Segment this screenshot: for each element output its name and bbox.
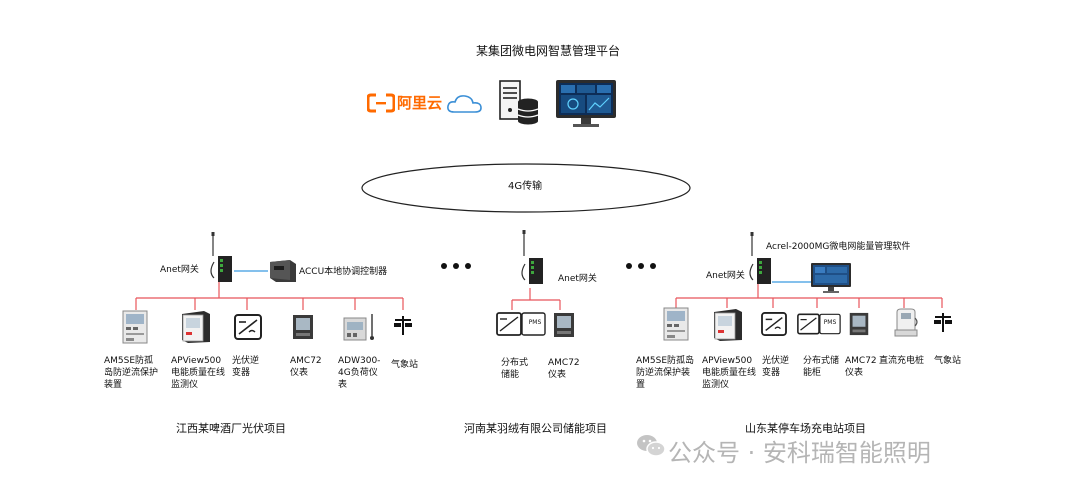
amc72-meter-icon	[293, 315, 313, 339]
gateway-label: Anet网关	[160, 265, 199, 275]
aliyun-logo: 阿里云	[367, 92, 457, 114]
device-label-pv-inverter: 光伏逆变器	[232, 356, 260, 378]
amc72-meter-icon	[554, 313, 574, 337]
weather-station-icon	[394, 316, 412, 335]
storage-cabinet-icon	[797, 313, 841, 335]
device-label-weather: 气象站	[391, 360, 419, 370]
cloud-icon	[447, 95, 482, 113]
device-label-amc72: AMC72仪表	[845, 356, 877, 378]
ellipsis-left	[441, 254, 477, 273]
monitor-dashboard-icon	[556, 80, 616, 127]
gateway-icon	[521, 230, 543, 284]
device-label-apview500: APView500电能质量在线监测仪	[702, 356, 757, 390]
anti-islanding-device-icon	[122, 310, 148, 344]
project1-name: 江西某啤酒厂光伏项目	[176, 422, 286, 435]
controller-label: ACCU本地协调控制器	[299, 267, 388, 277]
network-label: 4G传输	[508, 181, 543, 192]
device-label-apview500: APView500电能质量在线监测仪	[171, 356, 226, 390]
software-label: Acrel-2000MG微电网能量管理软件	[766, 242, 911, 252]
project2-name: 河南某羽绒有限公司储能项目	[464, 422, 607, 435]
watermark-text: 公众号 · 安科瑞智能照明	[668, 439, 931, 467]
device-label-adw300: ADW300-4G负荷仪表	[338, 356, 381, 390]
pv-inverter-icon	[234, 314, 262, 340]
server-database-icon	[499, 80, 539, 125]
device-label-pv-inverter: 光伏逆变器	[762, 356, 790, 378]
platform-title: 某集团微电网智慧管理平台	[476, 44, 621, 58]
network-ellipse	[361, 163, 691, 213]
gateway-label: Anet网关	[558, 274, 597, 284]
aliyun-icon	[367, 93, 395, 113]
weather-station-icon	[934, 313, 952, 332]
aliyun-text: 阿里云	[397, 94, 443, 112]
device-label-storage: 分布式储能	[501, 358, 529, 380]
anti-islanding-device-icon	[663, 307, 689, 341]
pv-inverter-icon	[761, 312, 787, 336]
wechat-icon	[637, 435, 666, 457]
adw300-meter-icon	[343, 314, 374, 341]
pcs-text: PMS	[823, 319, 837, 326]
energy-storage-icon	[496, 312, 546, 336]
pcs-text: PMS	[528, 319, 542, 326]
gateway-icon	[210, 232, 232, 282]
project3-name: 山东某停车场充电站项目	[745, 422, 866, 435]
ellipsis-right	[626, 254, 662, 273]
device-label-am5se: AM5SE防孤岛防逆流保护装置	[104, 356, 159, 390]
device-label-amc72: AMC72仪表	[548, 358, 580, 380]
software-monitor-icon	[811, 263, 851, 293]
gateway-label: Anet网关	[706, 271, 745, 281]
controller-icon	[270, 260, 296, 282]
dc-charger-icon	[894, 308, 918, 337]
device-label-dc-charger: 直流充电桩	[879, 356, 925, 366]
power-quality-monitor-icon	[182, 311, 210, 343]
device-label-weather: 气象站	[934, 356, 962, 366]
device-label-am5se: AM5SE防孤岛防逆流保护装置	[636, 356, 695, 390]
power-quality-monitor-icon	[714, 309, 742, 341]
amc72-meter-icon	[849, 312, 869, 336]
gateway-icon	[749, 232, 771, 284]
device-label-storage-cabinet: 分布式储能柜	[803, 356, 840, 378]
device-label-amc72: AMC72仪表	[290, 356, 322, 378]
